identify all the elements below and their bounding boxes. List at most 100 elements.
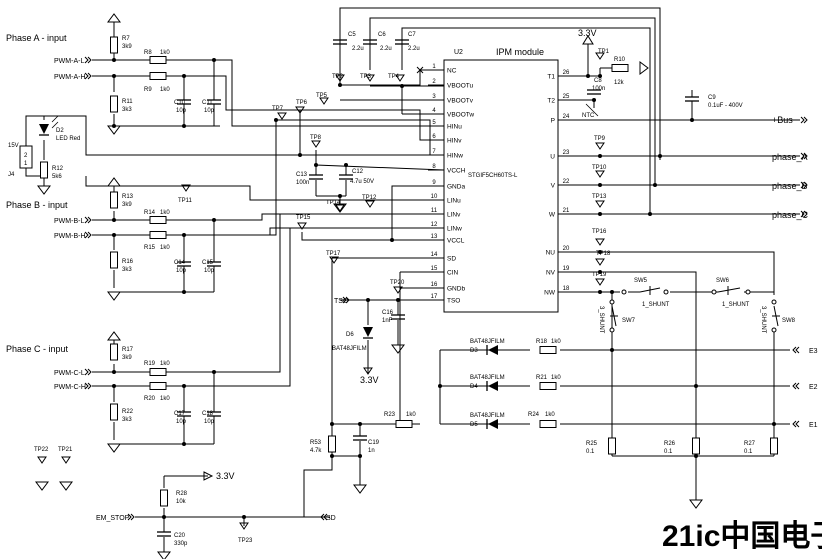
junction-dot	[592, 98, 596, 102]
junction-dot	[610, 290, 614, 294]
r21-val: 1k0	[551, 375, 561, 381]
ipm-module-ic: U2 IPM module STGIF5CH60TS-L NTC 1NC2VBO…	[416, 47, 595, 313]
junction-dot	[112, 233, 116, 237]
ic-pin-number: 25	[563, 94, 570, 100]
junction-dot	[162, 515, 166, 519]
c18-val: 10p	[204, 419, 215, 425]
junction-dot	[112, 384, 116, 388]
junction-dot	[610, 348, 614, 352]
ic-pin-number: 4	[432, 108, 436, 114]
c11-ref: C11	[202, 100, 213, 106]
ic-pin-name: TSO	[447, 298, 460, 305]
ic-pin-number: 14	[431, 252, 438, 258]
r20-ref: R20	[144, 396, 156, 402]
net-3v3-top: 3.3V	[578, 28, 597, 38]
ic-pin-number: 7	[432, 149, 436, 155]
tp16-label: TP16	[592, 229, 607, 235]
d3-ref: D3	[470, 348, 478, 354]
tp1-label: TP1	[598, 49, 610, 55]
tp8-label: TP8	[310, 135, 322, 141]
tp9-label: TP9	[594, 136, 606, 142]
c10-ref: C10	[174, 100, 186, 106]
r20-val: 1k0	[160, 396, 170, 402]
r24-ref: R24	[528, 412, 540, 418]
sw5-val: 1_SHUNT	[642, 302, 670, 308]
junction-dot	[396, 298, 400, 302]
junction-dot	[182, 384, 186, 388]
c9-val: 0.1uF - 400V	[708, 103, 743, 109]
c5-ref: C5	[348, 32, 356, 38]
r16-val: 3k3	[122, 267, 132, 273]
r22-ref: R22	[122, 409, 134, 415]
tp23-label: TP23	[238, 538, 253, 544]
net-em-stop: EM_STOP	[96, 515, 130, 522]
tp20-label: TP20	[390, 280, 405, 286]
c7-val: 2.2u	[408, 46, 420, 52]
sw8-ref: SW8	[782, 318, 796, 324]
r12-ref: R12	[52, 166, 64, 172]
ic-part-number: STGIF5CH60TS-L	[468, 173, 518, 179]
ic-pin-name: VBOOTw	[447, 112, 474, 119]
c19-val: 1n	[368, 448, 375, 454]
net-bus: +Bus	[772, 115, 793, 125]
c15-val: 10p	[204, 268, 215, 274]
c8-val: 100n	[592, 86, 605, 92]
r15-val: 1k0	[160, 245, 170, 251]
c9-ref: C9	[708, 95, 716, 101]
d4-ref: D4	[470, 384, 478, 390]
tp19-label: TP19	[592, 272, 607, 278]
ic-pin-name: GNDa	[447, 184, 465, 191]
ntc-label: NTC	[582, 113, 595, 119]
r17-ref: R17	[122, 347, 134, 353]
ic-pin-name: VCCH	[447, 168, 466, 175]
ic-pin-name: T2	[547, 98, 555, 105]
r12-val: 5k6	[52, 174, 62, 180]
c20-val: 330p	[174, 541, 188, 547]
c14-val: 10p	[176, 268, 187, 274]
junction-dot	[390, 238, 394, 242]
tp11-label: TP11	[178, 198, 193, 204]
r27-val: 0.1	[744, 449, 753, 455]
r10-val: 12k	[614, 80, 625, 86]
sw6-ref: SW6	[716, 278, 730, 284]
junction-dot	[598, 212, 602, 216]
tp4-label: TP4	[388, 74, 400, 80]
net-e1: E1	[809, 422, 818, 429]
ic-body	[443, 59, 559, 313]
r25-val: 0.1	[586, 449, 595, 455]
net-e3: E3	[809, 348, 818, 355]
c14-ref: C14	[174, 260, 186, 266]
r10-ref: R10	[614, 57, 626, 63]
ic-pin-name: NW	[544, 290, 556, 297]
junction-dot	[314, 163, 318, 167]
j4-pin2: 2	[24, 153, 28, 159]
c13-ref: C13	[296, 172, 308, 178]
net-phase-b: phase_B	[772, 181, 808, 191]
ic-title: IPM module	[496, 47, 544, 57]
phase-a-section-title: Phase A - input	[6, 33, 67, 43]
junction-dot	[438, 384, 442, 388]
junction-dot	[338, 194, 342, 198]
sw7-ref: SW7	[622, 318, 636, 324]
tp7-label: TP7	[272, 106, 284, 112]
junction-dot	[598, 250, 602, 254]
r17-val: 3k9	[122, 355, 132, 361]
ic-pin-name: HINv	[447, 138, 462, 145]
r8-ref: R8	[144, 50, 152, 56]
d2-val: LED Red	[56, 136, 80, 142]
sw5-ref: SW5	[634, 278, 648, 284]
c15-ref: C15	[202, 260, 214, 266]
d5-ref: D5	[470, 422, 478, 428]
c18-ref: C18	[202, 411, 214, 417]
net-pwm-a-h: PWM-A-H	[54, 74, 86, 81]
r18-ref: R18	[536, 339, 548, 345]
components	[19, 13, 808, 559]
ic-pin-name: LINw	[447, 226, 462, 233]
r22-val: 3k3	[122, 417, 132, 423]
c5-val: 2.2u	[352, 46, 364, 52]
tp18-label: TP18	[596, 251, 611, 257]
c7-ref: C7	[408, 32, 416, 38]
ic-pin-name: P	[551, 118, 555, 125]
net-e2: E2	[809, 384, 818, 391]
r7-val: 3k9	[122, 44, 132, 50]
